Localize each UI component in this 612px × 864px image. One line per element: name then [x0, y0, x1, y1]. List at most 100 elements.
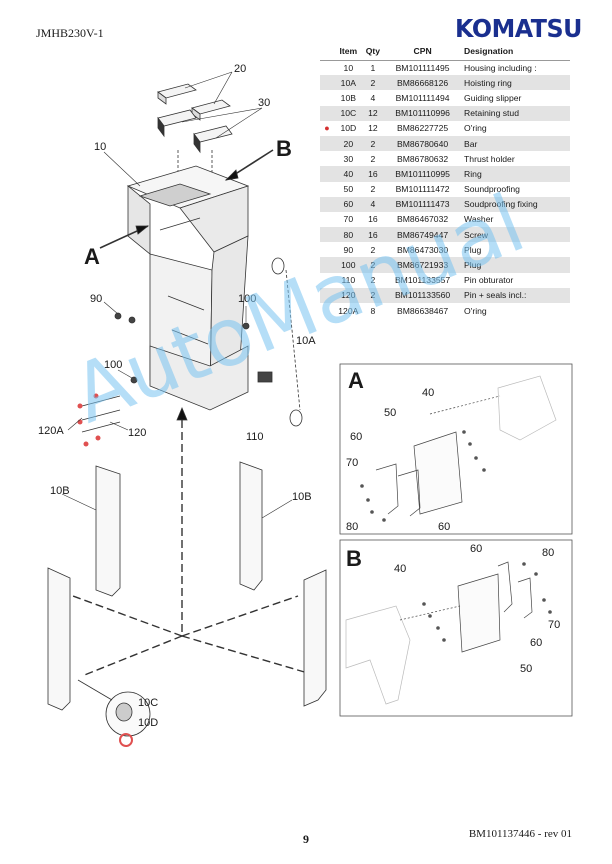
detail-a-label-60-top: 60	[350, 431, 362, 443]
column-header-designation: Designation	[462, 42, 570, 61]
cell-cpn: BM101111494	[395, 92, 450, 103]
callout-10C: 10C	[138, 697, 158, 709]
cell-qty: 16	[362, 227, 384, 243]
brand-logo: KOMATSU	[455, 14, 582, 43]
cell-qty: 4	[370, 92, 376, 103]
row-marker	[320, 135, 334, 152]
detail-b-label-80: 80	[542, 547, 554, 559]
cell-item: 30	[343, 153, 354, 164]
cell-designation: Soundproofing	[464, 184, 520, 195]
detail-a-title: A	[348, 368, 364, 393]
page-number: 9	[303, 832, 309, 846]
cell-designation: Hoisting ring	[462, 75, 570, 91]
cell-designation: Screw	[462, 227, 570, 243]
cell-qty: 2	[370, 275, 376, 286]
doc-code: JMHB230V-1	[36, 26, 104, 40]
row-marker	[320, 257, 334, 273]
cell-item: 10A	[334, 75, 363, 91]
row-marker	[320, 166, 334, 182]
callout-90: 90	[90, 293, 102, 305]
detail-b-label-60-bottom: 60	[530, 637, 542, 649]
cell-qty: 2	[362, 257, 384, 273]
detail-a-label-60-bottom: 60	[438, 521, 450, 533]
cell-designation: Washer	[464, 214, 494, 225]
cell-item: 120A	[338, 305, 359, 316]
cell-designation: Pin + seals incl.:	[462, 287, 570, 303]
callout-20: 20	[234, 63, 246, 75]
cell-item: 20	[334, 135, 363, 152]
cell-designation: Thrust holder	[464, 153, 515, 164]
column-header-item: Item	[334, 42, 363, 61]
cell-cpn: BM86780640	[383, 135, 463, 152]
cell-cpn: BM101110995	[383, 166, 463, 182]
retaining-stud-detail	[77, 679, 151, 747]
exploded-parts-diagram: 20 30 10 B A 90 100 10A 100 120A 120 110…	[38, 63, 573, 747]
cell-item: 80	[334, 227, 363, 243]
detail-b-label-60-top: 60	[470, 543, 482, 555]
cell-qty: 2	[370, 184, 376, 195]
row-marker	[320, 196, 334, 212]
cell-cpn: BM101111472	[395, 184, 450, 195]
detail-view-a: A 40 50 60 70 80 60	[339, 363, 573, 535]
callout-120A: 120A	[38, 425, 64, 437]
parts-table-header: Item Qty CPN Designation	[320, 42, 570, 61]
callout-100-top: 100	[238, 293, 256, 305]
cell-designation: Bar	[462, 135, 570, 152]
cell-item: 50	[343, 184, 354, 195]
cell-item: 60	[334, 196, 363, 212]
row-marker	[320, 287, 334, 303]
cell-designation: Plug	[464, 244, 482, 255]
cell-qty: 2	[370, 244, 376, 255]
plug-parts	[114, 312, 273, 384]
document-reference: BM101137446 - rev 01	[468, 828, 572, 840]
cell-qty: 2	[362, 75, 384, 91]
callout-110: 110	[246, 431, 264, 443]
detail-a-label-80: 80	[346, 521, 358, 533]
callout-10A: 10A	[296, 335, 316, 347]
thrust-holder-part-30	[157, 109, 233, 154]
cell-cpn: BM86227725	[397, 123, 449, 134]
cell-designation: Pin obturator	[464, 275, 514, 286]
cell-item: 110	[341, 275, 356, 286]
cell-cpn: BM86780632	[397, 153, 449, 164]
leader-lines	[61, 71, 293, 519]
cell-qty: 12	[368, 123, 378, 134]
callout-view-a: A	[84, 244, 100, 269]
row-marker: ●	[324, 123, 330, 134]
cell-item: 10B	[340, 92, 356, 103]
cell-designation: Retaining stud	[462, 105, 570, 121]
cell-item: 90	[343, 244, 354, 255]
marker-column-header	[320, 42, 334, 61]
cell-qty: 2	[370, 153, 376, 164]
bar-part-20	[157, 83, 231, 121]
assembly-axes	[61, 420, 319, 677]
guiding-slipper-part-10B	[47, 461, 327, 711]
cell-cpn: BM86467032	[397, 214, 449, 225]
o-ring-marker	[77, 403, 83, 409]
cell-cpn: BM86721933	[383, 257, 463, 273]
cell-designation: Plug	[462, 257, 570, 273]
cell-qty: 2	[362, 135, 384, 152]
callout-30: 30	[258, 97, 270, 109]
cell-qty: 16	[362, 166, 384, 182]
cell-designation: Housing including :	[464, 62, 537, 73]
cell-item: 10D	[340, 123, 357, 134]
cell-cpn: BM86668126	[383, 75, 463, 91]
parts-table-row: 50 2 BM101111472 Soundproofing	[320, 182, 570, 197]
pin-parts-120	[77, 393, 121, 447]
cell-designation: Guiding slipper	[464, 92, 522, 103]
detail-a-label-50: 50	[384, 407, 396, 419]
callout-10B-left: 10B	[50, 485, 70, 497]
column-header-cpn: CPN	[383, 42, 463, 61]
callout-120: 120	[128, 427, 146, 439]
